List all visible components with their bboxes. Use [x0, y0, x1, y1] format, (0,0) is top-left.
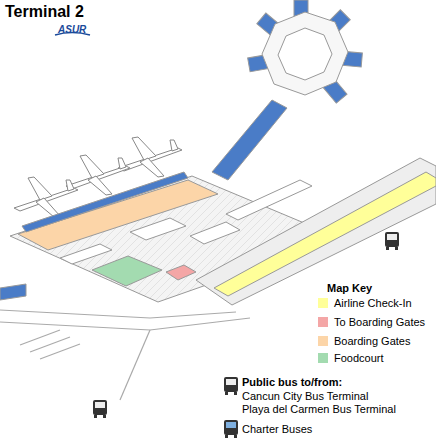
legend-swatch	[318, 298, 328, 308]
legend-text: To Boarding Gates	[334, 316, 425, 329]
legend-swatch	[318, 317, 328, 327]
bus-destination: Cancun City Bus Terminal	[242, 390, 368, 403]
legend-text: Foodcourt	[334, 352, 384, 365]
map-title: Terminal 2	[5, 2, 84, 22]
legend-swatch	[318, 336, 328, 346]
legend-text: Charter Buses	[242, 423, 312, 436]
legend-text: Airline Check-In	[334, 297, 412, 310]
logo-text: ASUR	[58, 23, 86, 36]
legend-swatch	[318, 353, 328, 363]
legend-text: Boarding Gates	[334, 335, 410, 348]
bus-destination: Playa del Carmen Bus Terminal	[242, 403, 396, 416]
legend-text: Public bus to/from:	[242, 376, 342, 389]
legend-heading: Map Key	[327, 282, 372, 295]
